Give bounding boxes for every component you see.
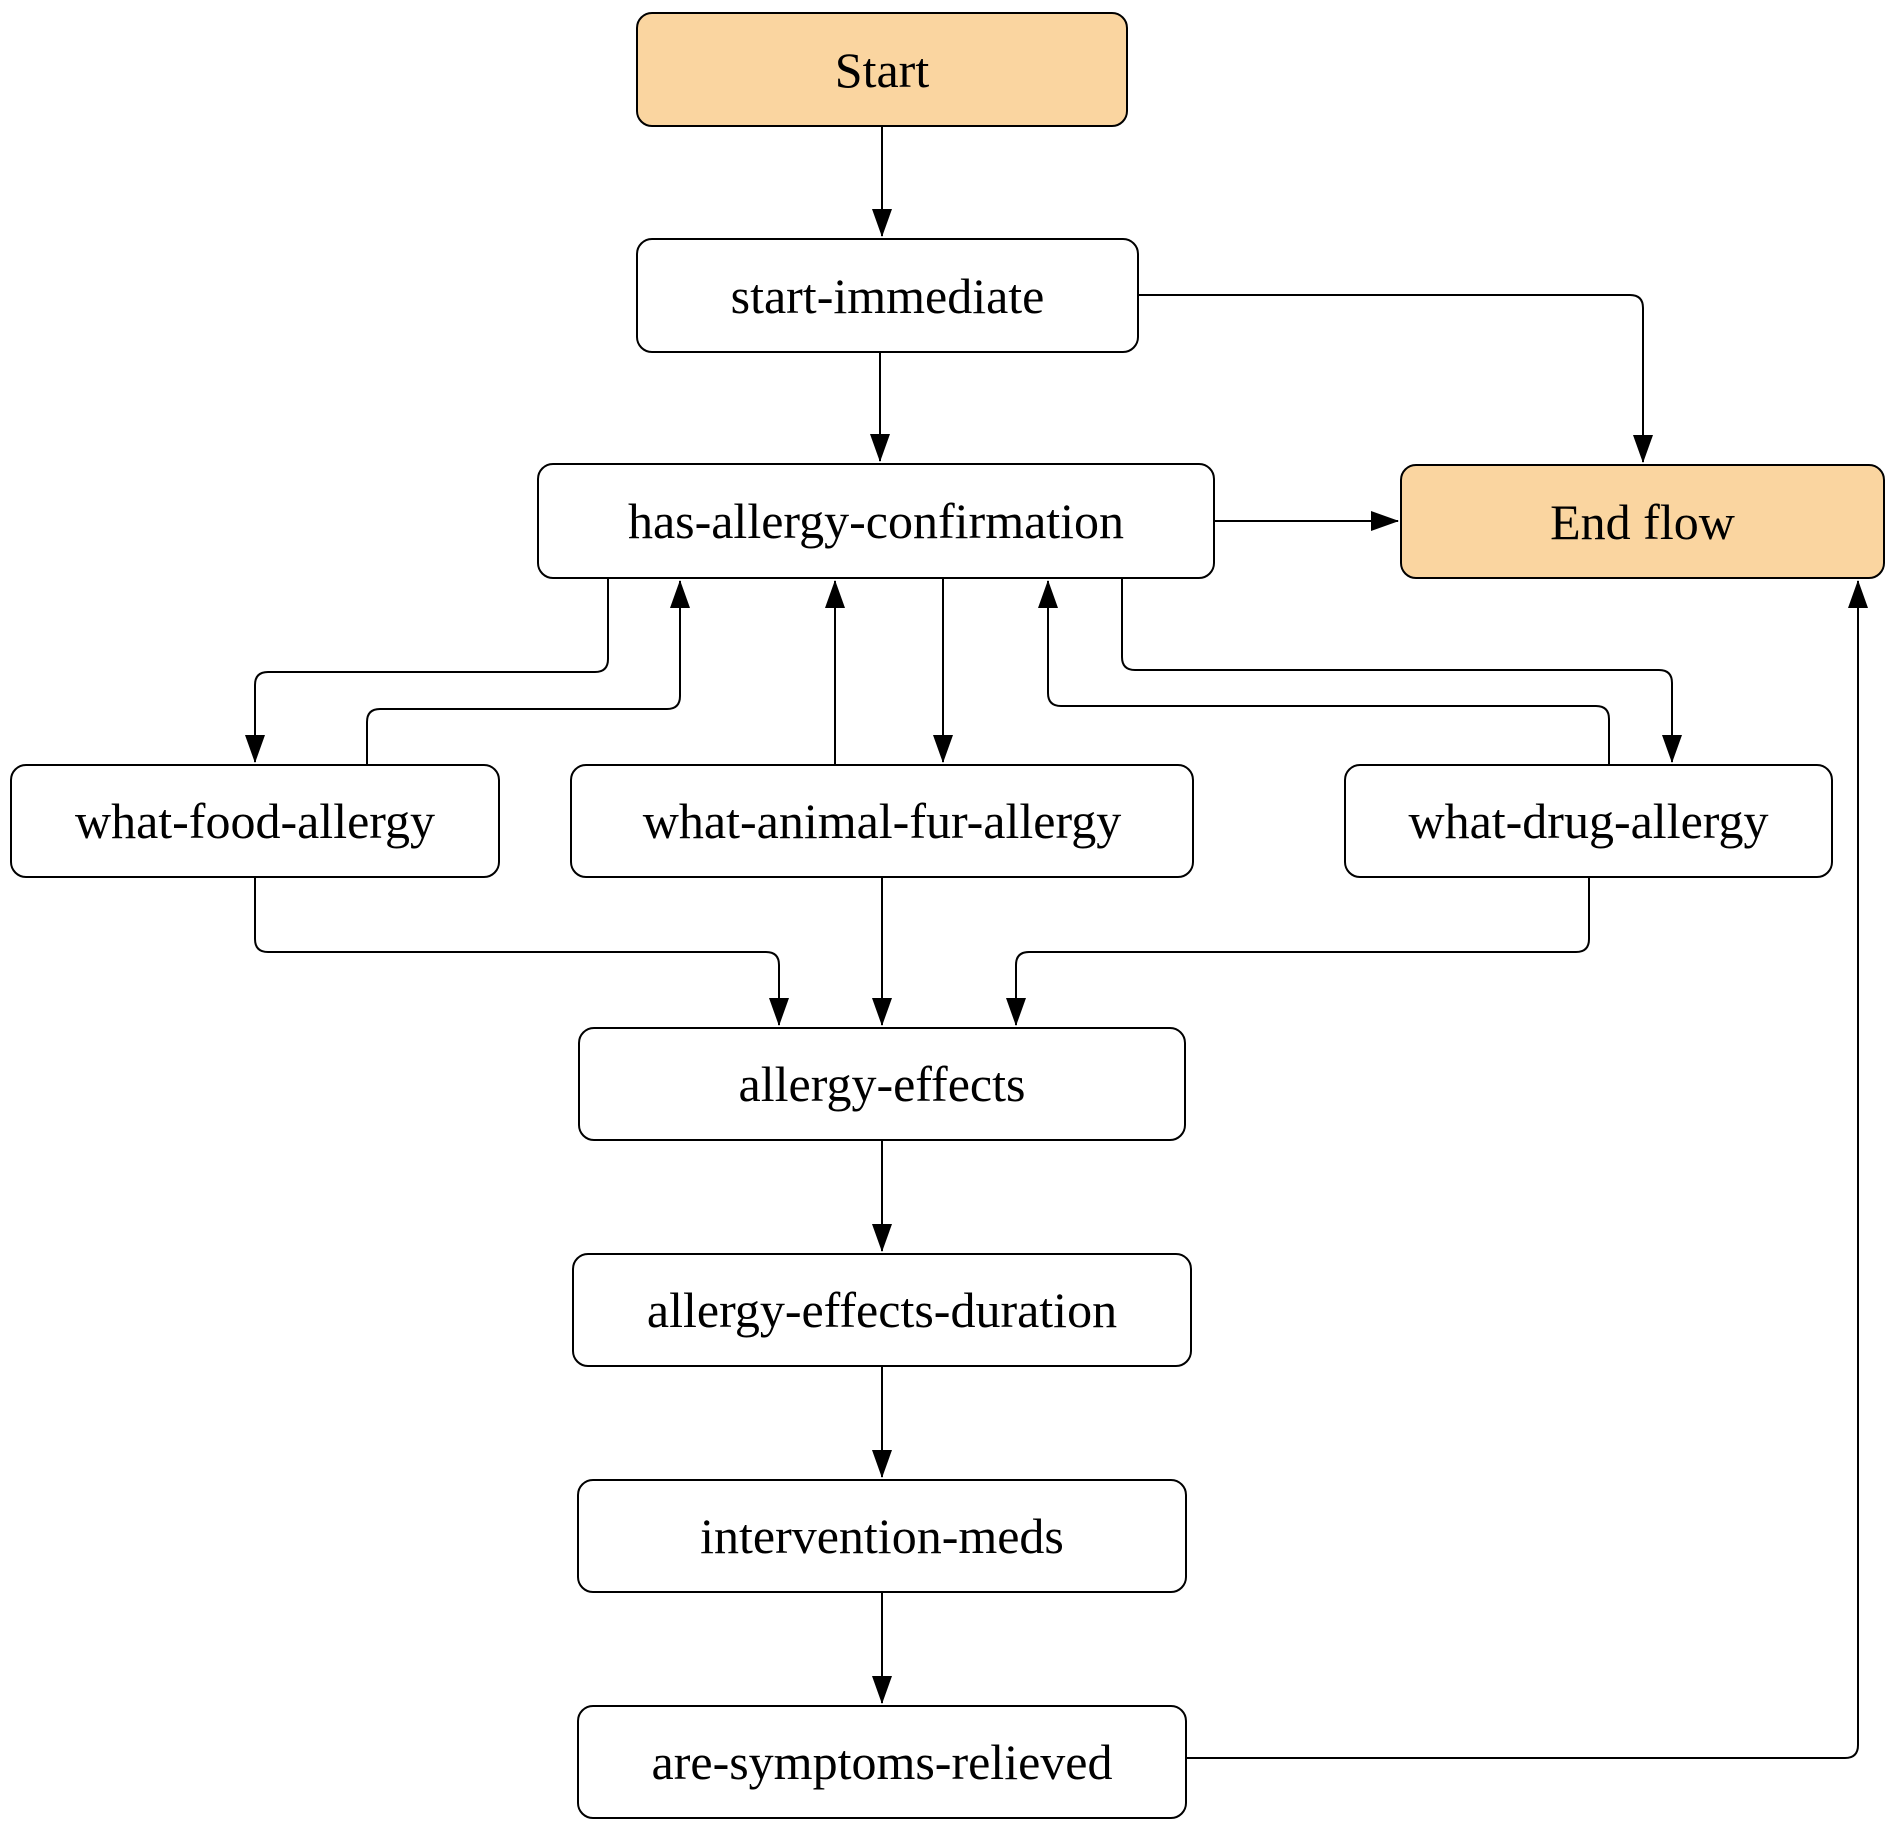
edge-what-drug-allergy-to-allergy-effects: [1006, 878, 1590, 1026]
edge-has-allergy-confirmation-to-what-drug-allergy: [1121, 579, 1682, 763]
node-allergy-effects-duration: allergy-effects-duration: [572, 1253, 1192, 1367]
node-what-drug-allergy: what-drug-allergy: [1344, 764, 1833, 878]
edge-what-food-allergy-to-has-allergy-confirmation: [366, 580, 690, 764]
edge-are-symptoms-relieved-to-end-flow: [1187, 580, 1868, 1759]
node-has-allergy-confirmation: has-allergy-confirmation: [537, 463, 1215, 579]
node-what-food-allergy: what-food-allergy: [10, 764, 500, 878]
node-are-symptoms-relieved: are-symptoms-relieved: [577, 1705, 1187, 1819]
edge-what-food-allergy-to-allergy-effects: [254, 878, 789, 1026]
node-what-animal-fur-allergy: what-animal-fur-allergy: [570, 764, 1194, 878]
node-intervention-meds: intervention-meds: [577, 1479, 1187, 1593]
node-start-immediate: start-immediate: [636, 238, 1139, 353]
edge-what-drug-allergy-to-has-allergy-confirmation: [1038, 580, 1610, 764]
node-start: Start: [636, 12, 1128, 127]
node-allergy-effects: allergy-effects: [578, 1027, 1186, 1141]
node-end-flow: End flow: [1400, 464, 1885, 579]
edge-start-immediate-to-end-flow: [1139, 294, 1653, 463]
edge-has-allergy-confirmation-to-what-food-allergy: [245, 579, 609, 763]
